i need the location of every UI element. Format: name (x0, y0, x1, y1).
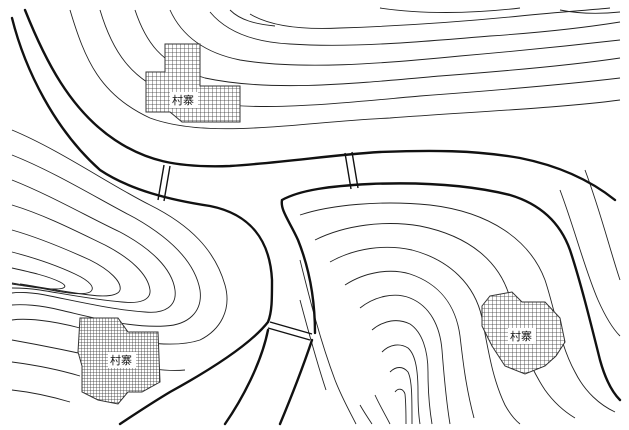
village-label-north: 村寨 (172, 93, 194, 107)
village-southeast: 村寨 (481, 291, 566, 375)
bridge-north-west (157, 164, 171, 202)
contours-southeast (299, 169, 621, 425)
village-north: 村寨 (145, 43, 241, 123)
village-label-southwest: 村寨 (110, 353, 132, 367)
bridges (157, 151, 359, 341)
bridge-north-east (344, 151, 359, 190)
bridge-south (267, 321, 313, 341)
village-label-southeast: 村寨 (510, 329, 532, 343)
river (10, 8, 622, 426)
village-southwest: 村寨 (77, 317, 161, 405)
